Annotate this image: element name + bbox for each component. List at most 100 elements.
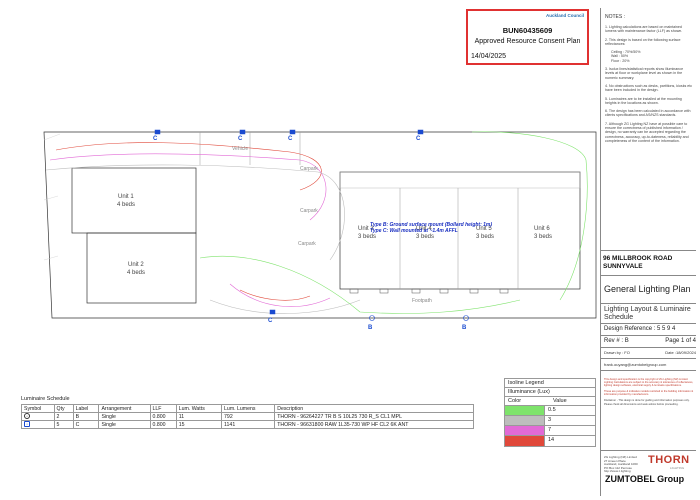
reflectance-row: Ceiling : 70%/50% <box>611 50 641 55</box>
legend-value: 3 <box>548 417 552 423</box>
thorn-logo-sub: LIGHTING <box>670 466 685 470</box>
isoline-3 <box>209 299 361 314</box>
bollard-marks <box>349 288 509 294</box>
legend-row: 14 <box>505 436 595 446</box>
company-address: ZG Lighting (NZ) Limited 27 Ameen Place … <box>604 455 638 473</box>
legend-value: 14 <box>548 437 555 443</box>
luminaire-c-label: C <box>288 136 293 142</box>
llf-cell: 0.800 <box>149 420 177 429</box>
lumens-cell: 792 <box>221 412 276 421</box>
luminaire-type-annotation: Type B: Ground surface mount (Bollard he… <box>370 222 492 234</box>
divider <box>600 450 696 451</box>
note-item: 7. Although ZG Lighting NZ have at possi… <box>605 121 689 143</box>
description-cell: THORN - 96264227 TR B S 10L25 730 R_S CL… <box>274 412 474 421</box>
unit-5-beds: 3 beds <box>476 234 494 240</box>
isoline-14 <box>239 289 311 301</box>
legend-swatch <box>505 426 545 435</box>
revision-row: Rev # : B Page 1 of 4 <box>604 338 696 344</box>
luminaire-c-label: C <box>238 136 243 142</box>
schedule-header: LLF <box>149 404 177 413</box>
isoline-0.5 <box>471 131 588 301</box>
legend-swatch <box>505 416 545 425</box>
drawn-by: Drawn by : FO <box>604 350 630 355</box>
carpark-lines <box>199 132 301 165</box>
unit-2-label: Unit 2 <box>128 262 144 268</box>
copyright-text: This design and specification is the cop… <box>604 378 694 388</box>
divider <box>600 323 696 324</box>
notes-title: NOTES : <box>605 14 626 20</box>
luminaire-b <box>369 315 469 321</box>
schedule-title: Luminaire Schedule <box>21 396 70 402</box>
disclaimer-text: This design and specification is the cop… <box>604 378 694 406</box>
legend-row: 7 <box>505 426 595 436</box>
table-row: ▪ 5 C Single 0.800 15 1141 THORN - 96631… <box>21 420 474 429</box>
unit-2-beds: 4 beds <box>127 270 145 276</box>
description-cell: THORN - 96631800 RAW 1L35-730 WP HF CL2 … <box>274 420 474 429</box>
legend-value: 7 <box>548 427 552 433</box>
lumens-cell: 1141 <box>221 420 276 429</box>
page-number: Page 1 of 4 <box>665 338 696 344</box>
label-cell: C <box>72 420 100 429</box>
title-block-panel: NOTES : 1. Lighting calculations are bas… <box>600 8 696 496</box>
bollard-symbol-icon: • <box>24 413 30 420</box>
wall-light-symbol-icon: ▪ <box>24 421 30 428</box>
schedule-header: Arrangement <box>98 404 151 413</box>
luminaire-b-label: B <box>462 325 467 331</box>
note-item: 2. This design is based on the following… <box>605 37 681 46</box>
stamp-id: BUN60435609 <box>502 26 553 35</box>
legend-row: 3 <box>505 416 595 426</box>
schedule-table: Symbol Qty Label Arrangement LLF Lum. Wa… <box>21 404 474 429</box>
schedule-header: Lum. Lumens <box>221 404 276 413</box>
arrangement-cell: Single <box>98 420 151 429</box>
luminaire-c-label: C <box>416 136 421 142</box>
isoline-7 <box>49 153 327 221</box>
reflectance-list: Ceiling : 70%/50% Wall : 50% Floor : 20% <box>605 50 693 63</box>
label-cell: B <box>72 412 100 421</box>
footpath-label: Footpath <box>412 298 432 304</box>
unit-3-label: Unit 3 <box>358 226 374 232</box>
design-reference: Design Reference : 5 5 9 4 <box>604 326 676 332</box>
watts-cell: 15 <box>175 420 223 429</box>
disclaimer-paragraph: Disclaimer - This design is done for gui… <box>604 399 690 406</box>
isoline-legend: Isoline Legend Illuminance (Lux) Color V… <box>504 378 596 447</box>
hatch-pattern <box>43 133 61 261</box>
llf-cell: 0.800 <box>149 412 177 421</box>
unit-1-beds: 4 beds <box>117 202 135 208</box>
schedule-header-row: Symbol Qty Label Arrangement LLF Lum. Wa… <box>21 404 474 413</box>
legend-header: Color Value <box>505 397 595 406</box>
notes-list: 1. Lighting calculations are based on ma… <box>605 25 693 147</box>
thorn-logo: THORN <box>648 454 690 466</box>
divider <box>600 303 696 304</box>
drawing-title: General Lighting Plan <box>604 284 691 294</box>
stamp-title: Approved Resource Consent Plan <box>474 38 581 45</box>
unit-6-beds: 3 beds <box>534 234 552 240</box>
site-plan-drawing: Unit 1 4 beds Unit 2 4 beds Unit 3 3 bed… <box>43 129 597 331</box>
legend-title: Isoline Legend <box>505 379 595 388</box>
qty-cell: 2 <box>53 412 74 421</box>
carpark-label: Carpark <box>300 208 318 214</box>
isoline-7 <box>229 283 331 307</box>
site-boundary <box>43 131 597 319</box>
council-logo: Auckland Council <box>545 13 584 18</box>
drawn-by-row: Drawn by : FO Date :18/09/2024 <box>604 350 696 355</box>
annotation-type-b: Type B: Ground surface mount (Bollard he… <box>370 222 493 228</box>
revision: Rev # : B <box>604 338 629 344</box>
schedule-header: Symbol <box>21 404 55 413</box>
luminaire-schedule: Luminaire Schedule Symbol Qty Label Arra… <box>21 396 474 429</box>
note-item: 6. The design has been calculated in acc… <box>605 109 691 118</box>
carpark-label: Carpark <box>300 166 318 172</box>
luminaire-b-label: B <box>368 325 373 331</box>
arrangement-cell: Single <box>98 412 151 421</box>
legend-row: 0.5 <box>505 406 595 416</box>
reflectance-row: Floor : 20% <box>611 58 630 63</box>
schedule-header: Label <box>72 404 100 413</box>
annotation-type-c: Type C: Wall mounted at ~1.4m AFFL <box>370 228 458 234</box>
annotation-box <box>339 171 581 189</box>
vehicle-label: Vehicle <box>232 146 248 152</box>
note-item: 4. No obstructions such as desks, partit… <box>605 83 693 93</box>
luminaire-c-label: C <box>153 136 158 142</box>
consent-stamp: Auckland Council BUN60435609 Approved Re… <box>466 9 589 65</box>
note-item: 3. Isolux lines/statistical reports show… <box>605 67 684 80</box>
isoline-3 <box>45 164 345 261</box>
watts-cell: 11 <box>175 412 223 421</box>
